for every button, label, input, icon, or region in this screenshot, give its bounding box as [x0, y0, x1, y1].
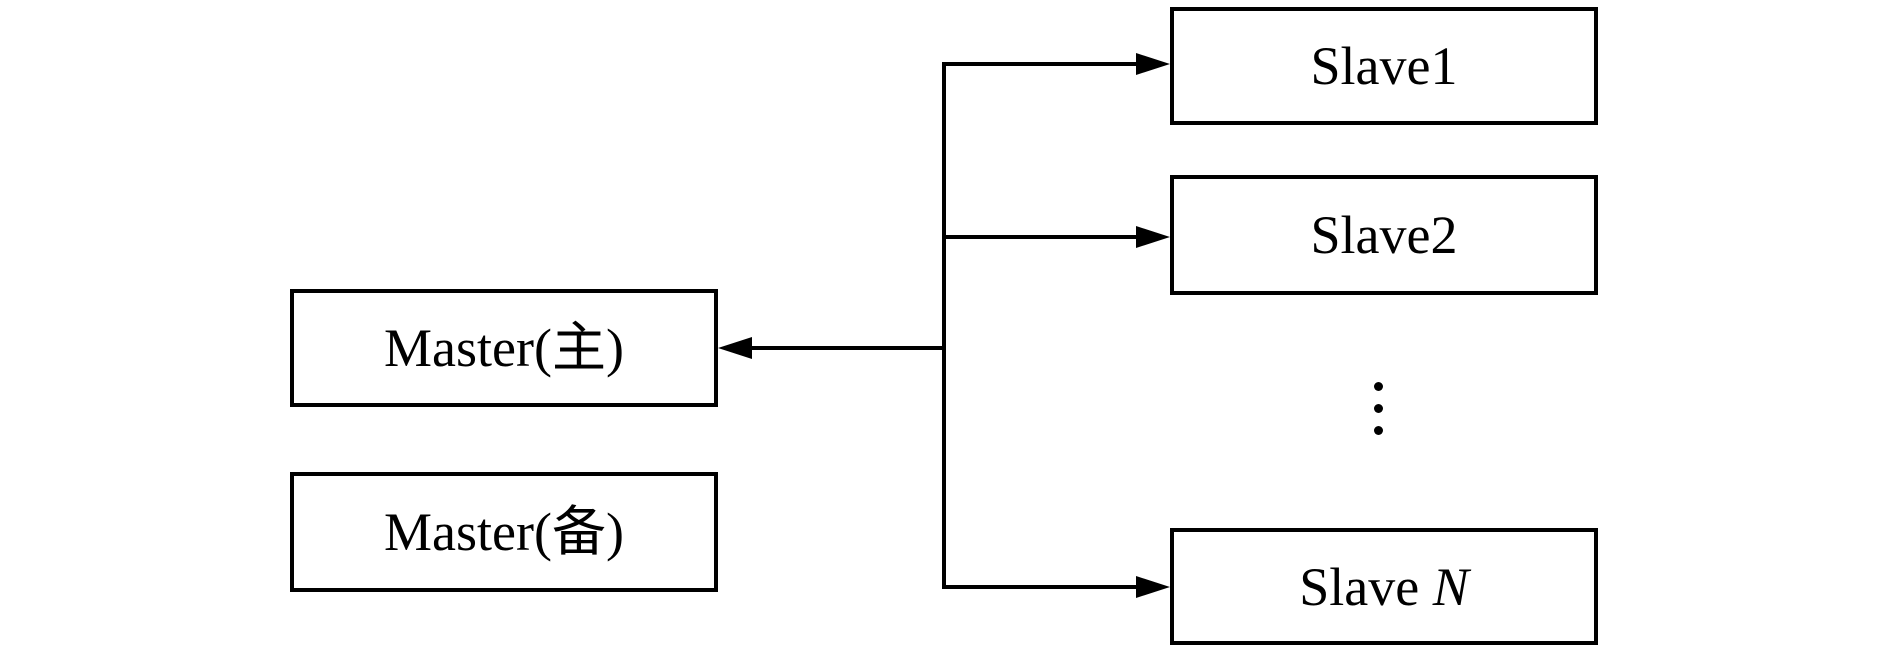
- arrowhead-left-icon: [718, 337, 752, 359]
- vertical-ellipsis-dot-icon: [1374, 382, 1383, 391]
- node-master-backup-label: Master(备): [384, 502, 624, 562]
- branch-line-to-slave-2: [942, 235, 1140, 239]
- arrowhead-right-icon: [1136, 226, 1170, 248]
- branch-line-to-slave-n: [942, 585, 1140, 589]
- node-slave-2: Slave2: [1170, 175, 1598, 295]
- bus-trunk-line: [942, 62, 946, 589]
- node-slave-n-label-prefix: Slave: [1299, 556, 1433, 617]
- node-master-primary-label: Master(主): [384, 318, 624, 378]
- branch-line-to-slave-1: [942, 62, 1140, 66]
- vertical-ellipsis-dot-icon: [1374, 404, 1383, 413]
- node-slave-1: Slave1: [1170, 7, 1598, 125]
- node-slave-2-label: Slave2: [1310, 205, 1458, 265]
- branch-line-to-master-primary: [748, 346, 946, 350]
- node-slave-1-label: Slave1: [1310, 36, 1458, 96]
- node-slave-n-label-variable: N: [1432, 556, 1469, 617]
- node-slave-n: Slave N: [1170, 528, 1598, 645]
- node-master-backup: Master(备): [290, 472, 718, 592]
- arrowhead-right-icon: [1136, 53, 1170, 75]
- arrowhead-right-icon: [1136, 576, 1170, 598]
- node-master-primary: Master(主): [290, 289, 718, 407]
- vertical-ellipsis-dot-icon: [1374, 426, 1383, 435]
